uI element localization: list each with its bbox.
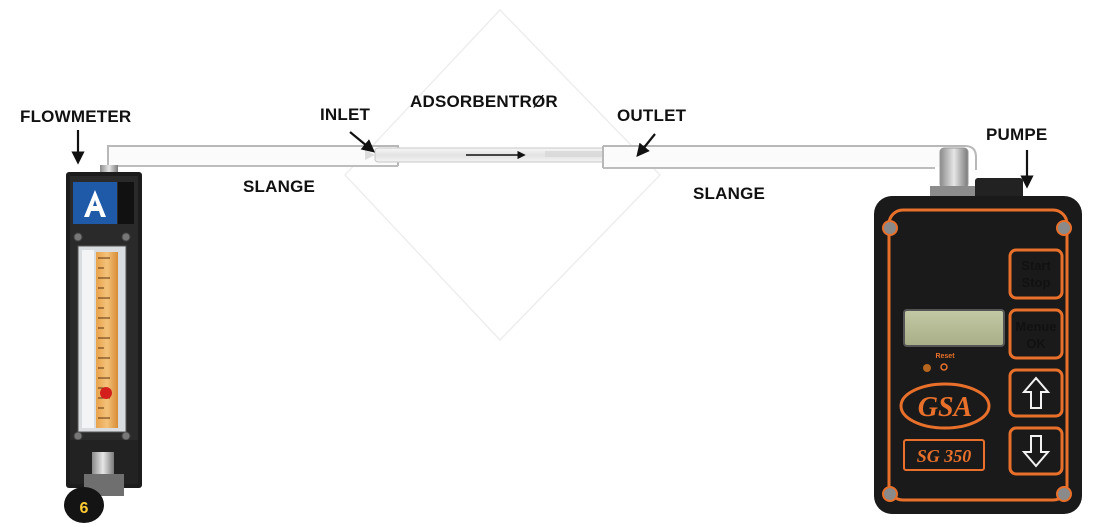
- arrow-up-icon: [1021, 376, 1051, 409]
- adsorbent-tube: [365, 147, 632, 163]
- flowmeter-float-ball: [100, 387, 112, 399]
- start-stop-button[interactable]: [1008, 248, 1064, 300]
- pointer-arrows: [71, 130, 1034, 189]
- pump-accent-frame: [887, 208, 1069, 502]
- background-watermark-shape: [343, 8, 662, 342]
- flowmeter-knob: [64, 487, 104, 523]
- menu-ok-label-line1: Menue: [1015, 319, 1056, 334]
- up-button[interactable]: [1008, 368, 1064, 418]
- status-led: [923, 364, 931, 372]
- gsa-brand-text: GSA: [918, 392, 972, 423]
- flowmeter-label: FLOWMETER: [20, 107, 132, 126]
- pump-inlet-fitting: [939, 147, 969, 189]
- flowmeter-scale-ticks: [98, 257, 110, 419]
- flowmeter-knob-number: 6: [80, 500, 89, 517]
- menu-ok-button[interactable]: [1008, 308, 1064, 360]
- flowmeter: 6: [64, 165, 142, 523]
- inlet-pointer-arrow: [349, 131, 376, 153]
- model-badge: [903, 439, 985, 471]
- reset-button[interactable]: [940, 363, 948, 371]
- hose-right: [602, 145, 977, 170]
- down-button[interactable]: [1008, 426, 1064, 476]
- outlet-label: OUTLET: [617, 106, 687, 125]
- hose-left-label: SLANGE: [243, 177, 316, 196]
- start-stop-label-line1: Start: [1021, 258, 1051, 273]
- arrow-down-icon: [1021, 435, 1051, 468]
- start-stop-label-line2: Stop: [1022, 275, 1051, 290]
- gsa-logo: [899, 382, 991, 430]
- inlet-label: INLET: [320, 105, 371, 124]
- outlet-pointer-arrow: [636, 133, 656, 158]
- adsorbent-tube-label: ADSORBENTRØR: [410, 92, 558, 111]
- flowmeter-scale: [96, 252, 118, 428]
- pump-label: PUMPE: [986, 125, 1048, 144]
- pump: Start Stop Menue OK Reset GSA SG 350: [874, 147, 1082, 514]
- model-text: SG 350: [917, 446, 972, 466]
- menu-ok-label-line2: OK: [1026, 336, 1046, 351]
- reset-label: Reset: [935, 353, 955, 360]
- pump-lcd-display: [903, 309, 1005, 347]
- flowmeter-logo: [73, 182, 117, 224]
- hose-right-label: SLANGE: [693, 184, 766, 203]
- hose-left: [107, 145, 399, 167]
